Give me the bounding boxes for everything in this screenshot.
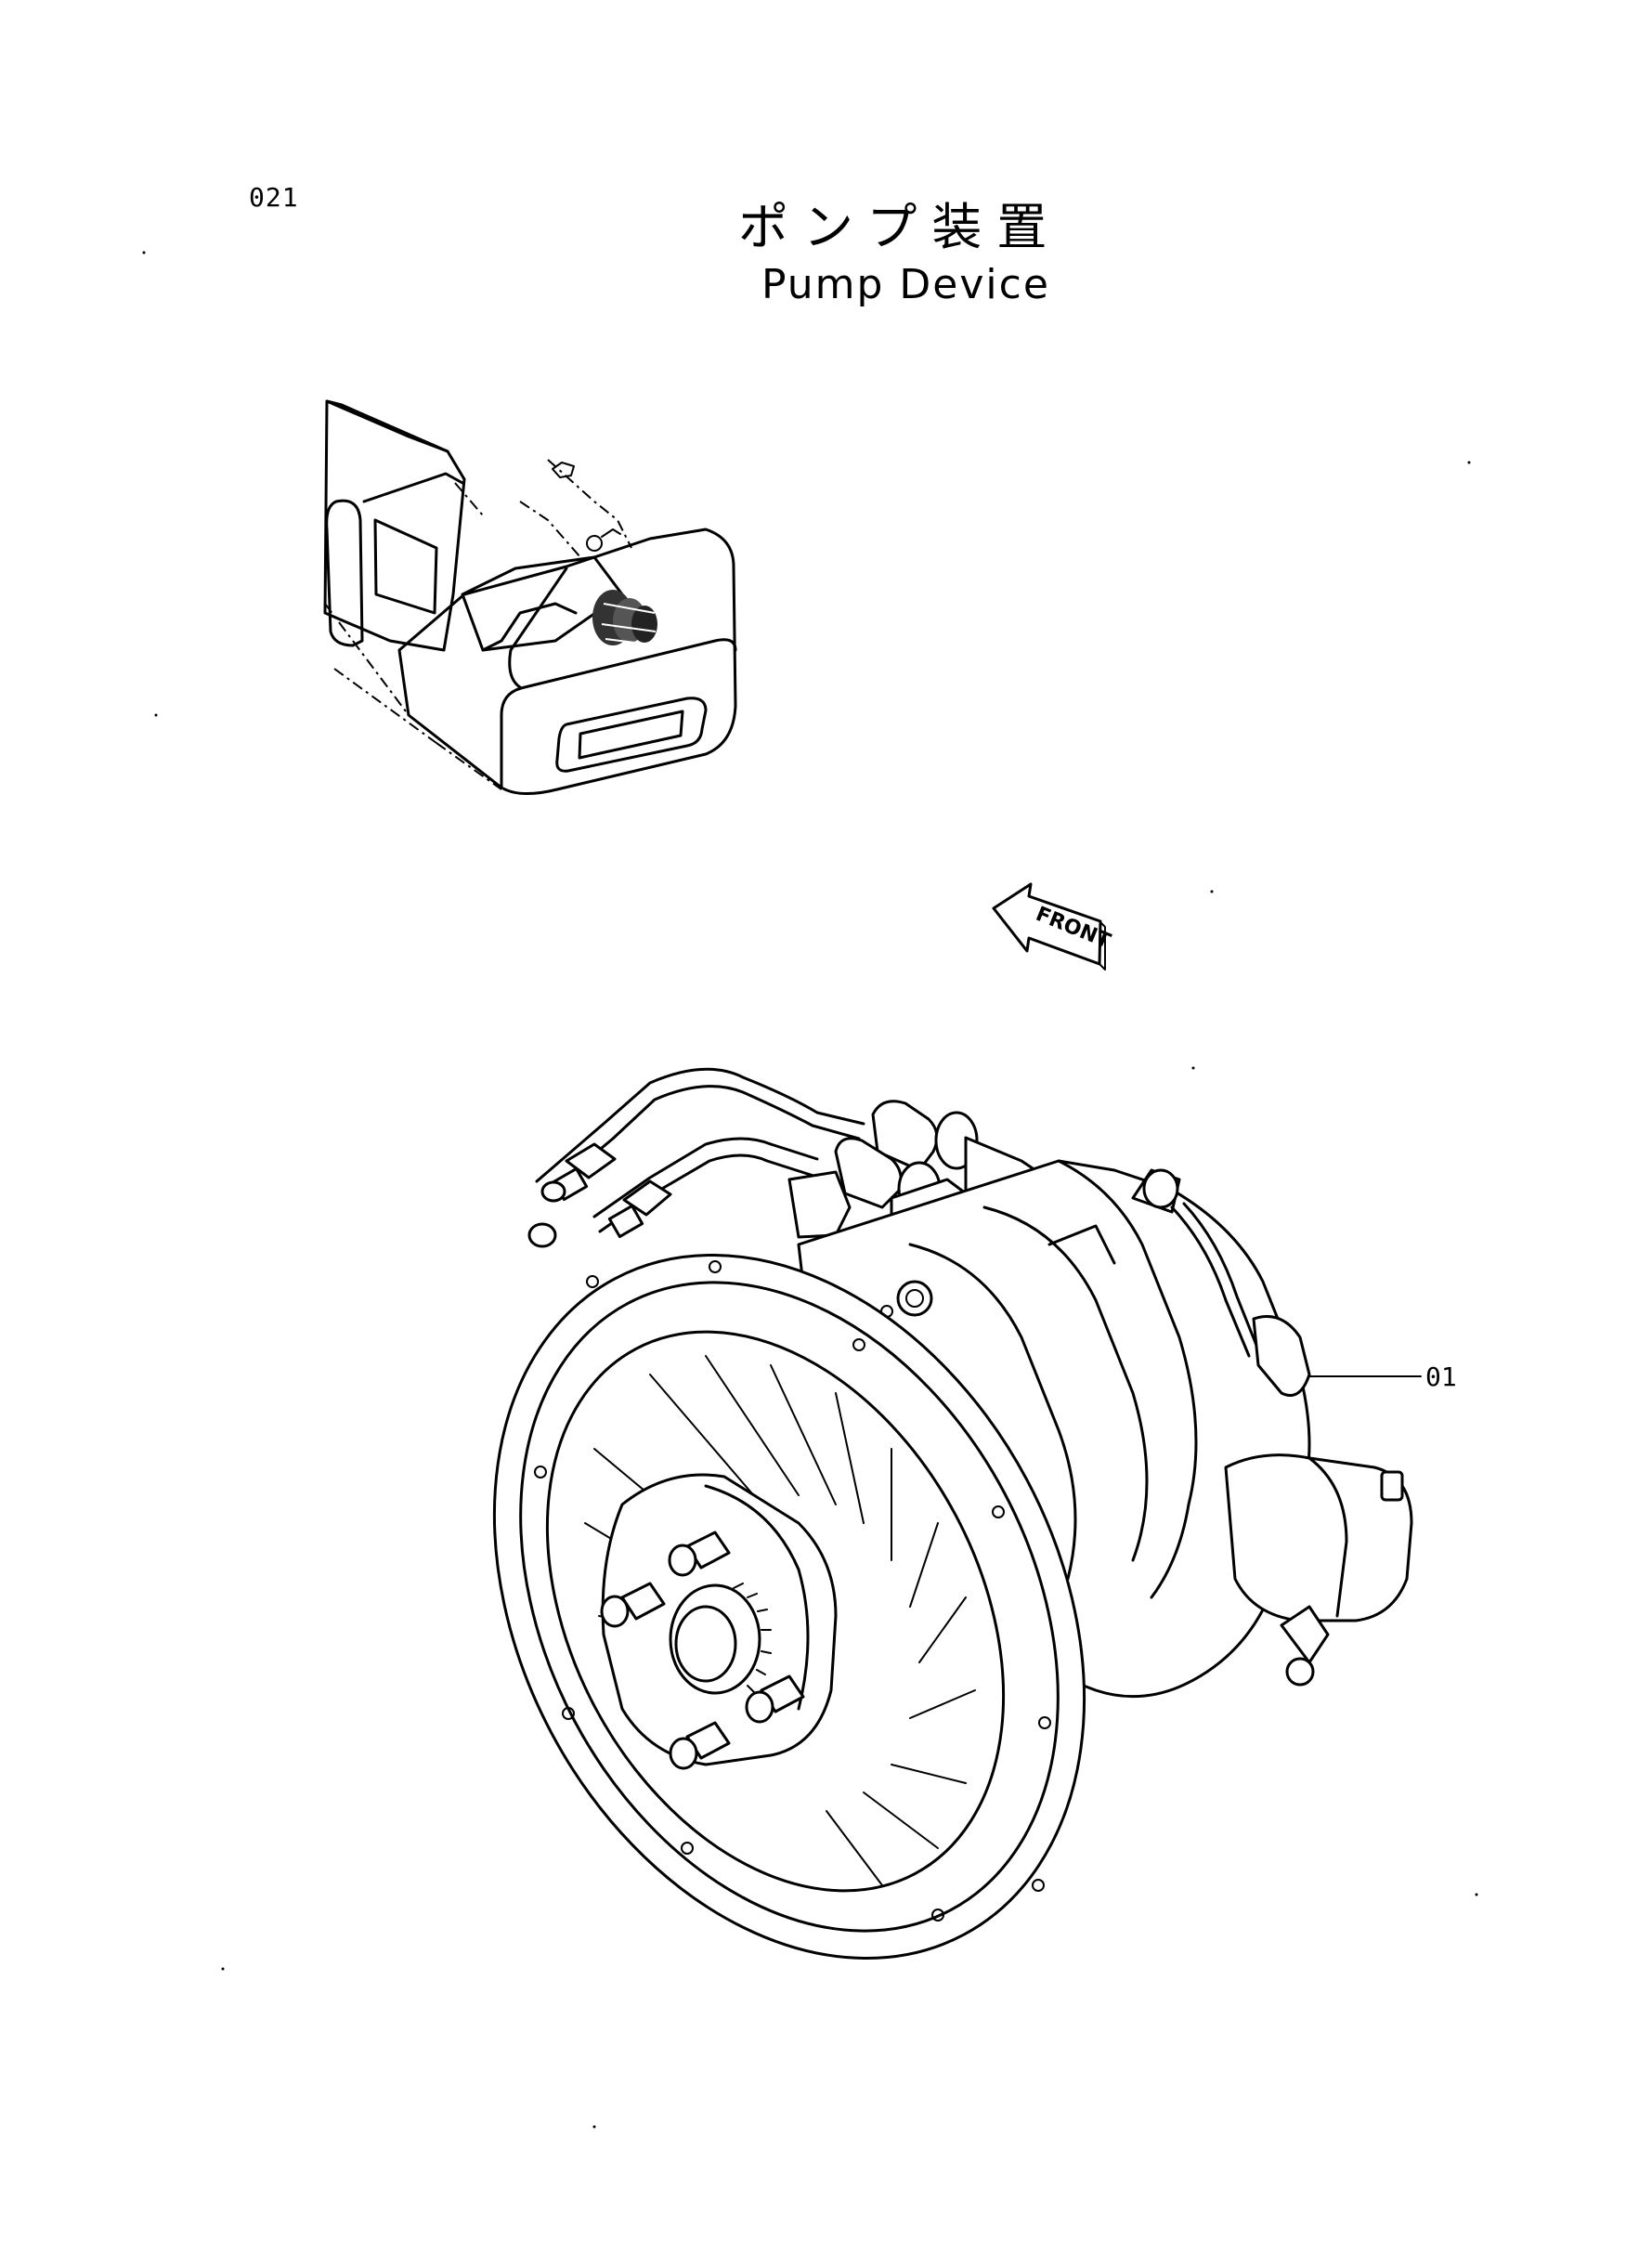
page-title-japanese: ポンプ装置	[738, 198, 1062, 256]
page-title-english: Pump Device	[761, 261, 1050, 308]
pump-device-illustration	[492, 1067, 1422, 1961]
hub-studs	[600, 1531, 805, 1770]
front-direction-arrow: FRONT	[992, 882, 1113, 971]
machine-overview-illustration	[323, 399, 737, 795]
page-number: 021	[249, 182, 299, 213]
pump-location-marker	[592, 590, 657, 645]
callout-label-01: 01	[1425, 1362, 1457, 1392]
